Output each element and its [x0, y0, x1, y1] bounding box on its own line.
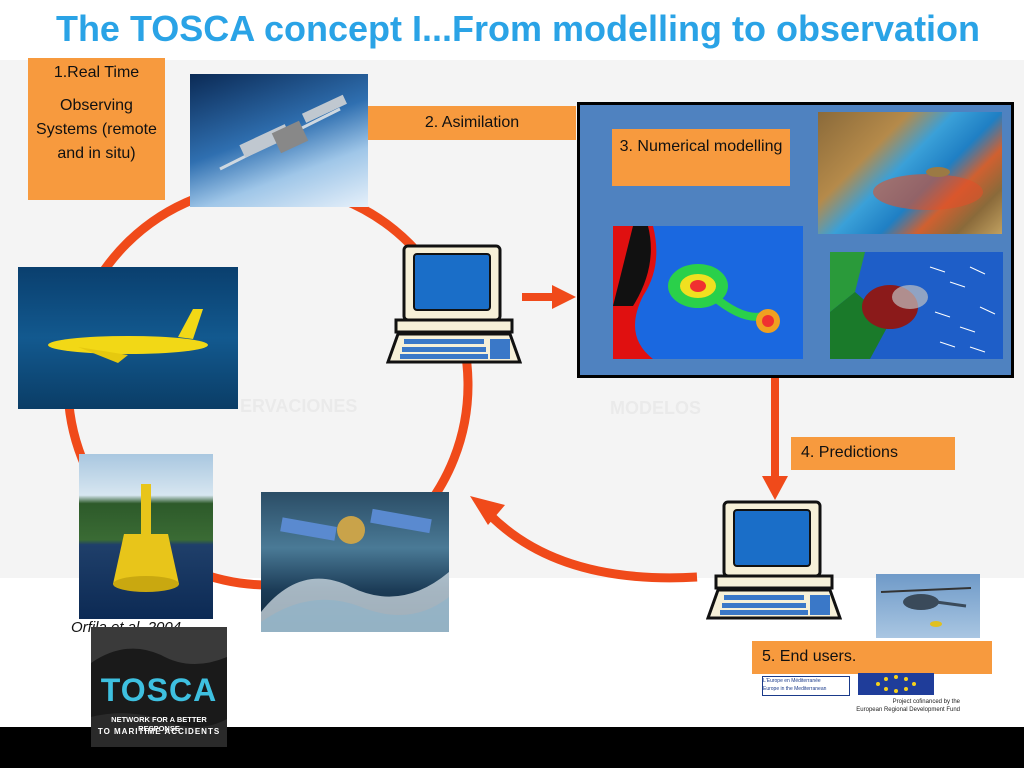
helicopter-photo — [876, 574, 980, 638]
computer-icon-1 — [386, 244, 522, 364]
step4-label: 4. Predictions — [801, 444, 898, 461]
slide-title: The TOSCA concept I...From modelling to … — [55, 8, 981, 49]
eu-med-logo: L'Europe en Méditerranée Europe in the M… — [762, 676, 850, 696]
currents-vector-image — [830, 252, 1003, 359]
computer-icon-2 — [706, 500, 842, 620]
eu-med-text2: Europe in the Mediterranean — [763, 686, 827, 692]
helicopter-icon — [880, 587, 972, 627]
currents-overlay — [830, 252, 996, 359]
tosca-logo-texture — [91, 627, 227, 747]
spill-overlay — [613, 226, 780, 359]
step4-box: 4. Predictions — [791, 437, 955, 470]
step5-label: 5. End users. — [762, 648, 857, 665]
satellite-photo-top — [190, 74, 368, 207]
step1-box: 1.Real Time Observing Systems (remote an… — [28, 58, 165, 200]
arrow-return-head — [470, 496, 505, 525]
ghost-label-models: MODELOS — [610, 398, 702, 418]
step3-label: 3. Numerical modelling — [619, 138, 783, 155]
spill-simulation-image — [613, 226, 803, 359]
arrow-to-predictions-head — [762, 476, 788, 500]
ghost-label-observations: ERVACIONES — [240, 396, 358, 416]
step2-label: 2. Asimilation — [424, 114, 520, 131]
map-sst-image — [818, 112, 1002, 234]
tosca-logo: TOSCA NETWORK FOR A BETTER RESPONSE TO M… — [91, 627, 227, 747]
arrow-return — [486, 511, 698, 583]
eu-caption: Project cofinanced by the European Regio… — [800, 698, 960, 714]
tosca-logo-title: TOSCA — [100, 672, 218, 708]
step2-box: 2. Asimilation — [368, 106, 576, 140]
step1-body: Observing Systems (remote and in situ) — [36, 97, 157, 162]
wave-satellite-icon — [261, 508, 449, 632]
eu-flag-icon — [858, 673, 934, 695]
eu-caption2: European Regional Development Fund — [856, 707, 960, 713]
map-overlay — [873, 167, 983, 210]
step1-title: 1.Real Time — [53, 64, 140, 81]
glider-icon — [48, 309, 208, 363]
arrow-to-model-head — [552, 285, 576, 309]
tosca-logo-line3: TO MARITIME ACCIDENTS — [97, 727, 221, 736]
wave-satellite-photo — [261, 492, 449, 632]
step3-box: 3. Numerical modelling — [612, 129, 790, 186]
buoy-icon — [113, 484, 179, 592]
tosca-logo-line2: NETWORK FOR A BETTER RESPONSE — [111, 715, 207, 733]
step5-box: 5. End users. — [752, 641, 992, 674]
eu-med-text1: L'Europe en Méditerranée — [763, 678, 821, 684]
buoy-photo — [79, 454, 213, 619]
eu-caption1: Project cofinanced by the — [892, 699, 960, 705]
satellite-icon — [219, 94, 347, 171]
glider-photo — [18, 267, 238, 409]
